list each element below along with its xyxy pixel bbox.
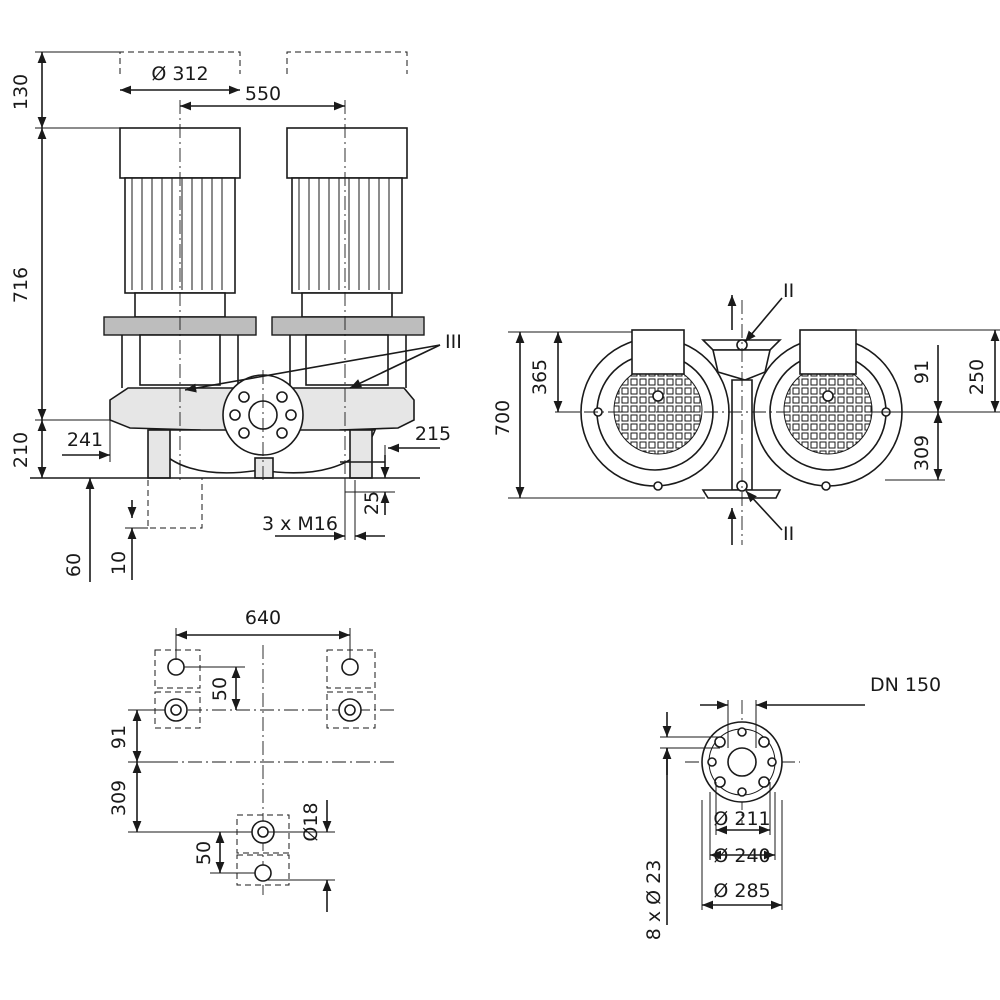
- dim-365: 365: [529, 359, 551, 395]
- dim-700: 700: [492, 400, 514, 436]
- dim-60: 60: [63, 553, 85, 577]
- dim-215: 215: [415, 423, 451, 445]
- dim-241: 241: [67, 429, 103, 451]
- dim-50-top: 50: [209, 677, 231, 701]
- dim-716: 716: [10, 267, 32, 303]
- motor-right: [271, 127, 425, 388]
- dim-130: 130: [10, 74, 32, 110]
- dim-309-foundation: 309: [108, 780, 130, 816]
- dim-550: 550: [245, 83, 281, 105]
- dim-dia-285: Ø 285: [713, 880, 770, 902]
- dim-dia-211: Ø 211: [713, 808, 770, 830]
- dim-dia-240: Ø 240: [713, 845, 770, 867]
- dim-250: 250: [966, 359, 988, 395]
- dim-640: 640: [245, 607, 281, 629]
- dim-91-top: 91: [911, 360, 933, 384]
- dim-dia-18: Ø18: [300, 802, 322, 841]
- dim-91-foundation: 91: [108, 725, 130, 749]
- marker-II-bottom: II: [783, 523, 794, 545]
- dim-210: 210: [10, 432, 32, 468]
- dim-25: 25: [361, 491, 383, 515]
- dn-label: DN 150: [870, 674, 941, 696]
- foundation-view: 640 50 91 309 50 Ø18: [108, 607, 395, 912]
- dim-motor-diameter: Ø 312: [151, 63, 208, 85]
- flange-view: DN 150 Ø 211 Ø 240 Ø 285 8 x Ø 23: [643, 674, 941, 940]
- bolt-hole-label: 8 x Ø 23: [643, 860, 665, 941]
- thread-label: 3 x M16: [262, 513, 338, 535]
- marker-II-top: II: [783, 280, 794, 302]
- dim-50-bottom: 50: [193, 841, 215, 865]
- dim-309-top: 309: [911, 435, 933, 471]
- dim-10: 10: [108, 551, 130, 575]
- side-view: Ø 312 550 130 716 210 241 215 25 3 x M16: [10, 51, 462, 582]
- top-view: II II 700 365 91 250 309: [492, 280, 1000, 545]
- marker-III: III: [445, 331, 462, 353]
